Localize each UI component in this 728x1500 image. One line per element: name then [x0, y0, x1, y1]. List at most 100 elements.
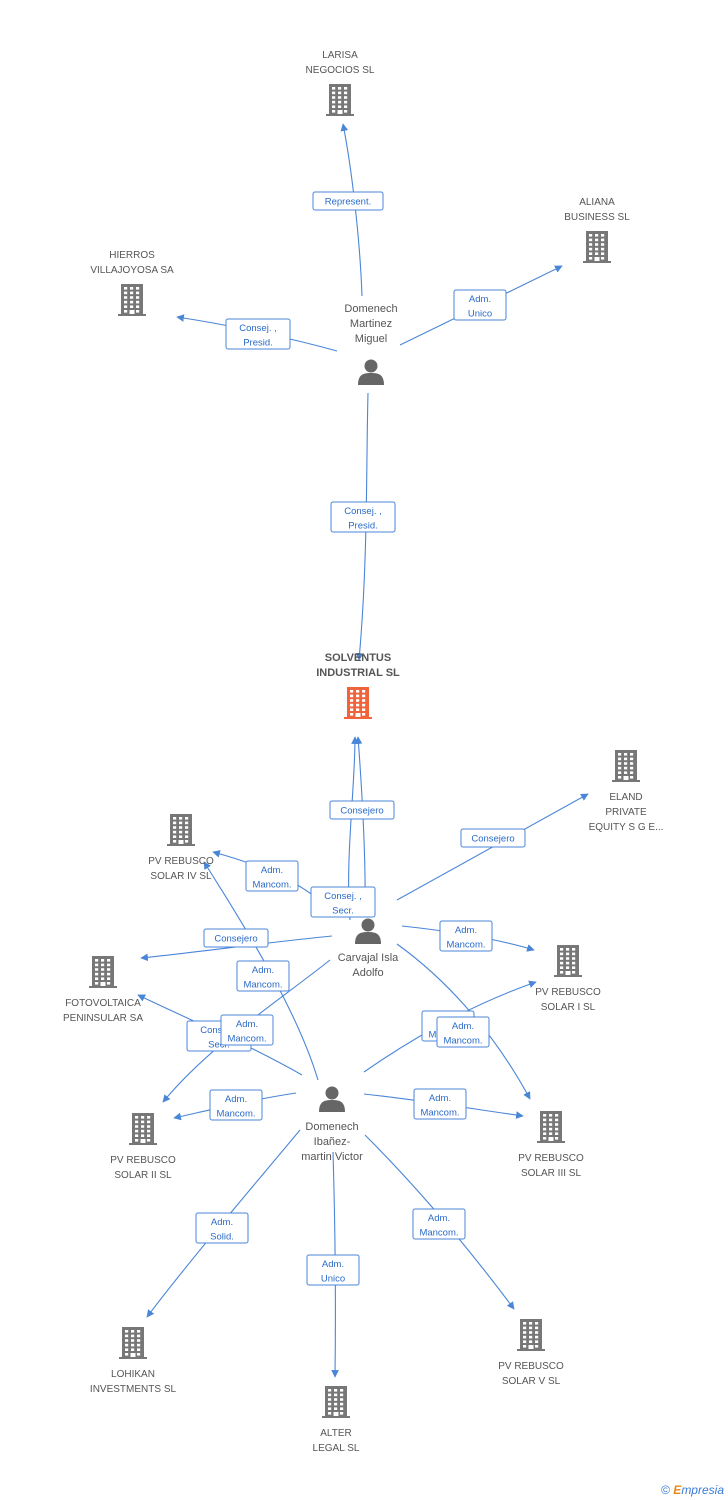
- building-icon-pv1[interactable]: [554, 945, 582, 977]
- edge-label-e1[interactable]: Represent.: [312, 191, 384, 211]
- edge-label-line: Unico: [468, 309, 492, 320]
- edge-label-box: [439, 920, 493, 952]
- edge-label-line: Adm.: [429, 1093, 451, 1104]
- edge-label-line: Adm.: [225, 1094, 247, 1105]
- building-icon-pv3[interactable]: [537, 1111, 565, 1143]
- edge-label-e19[interactable]: Adm.Unico: [306, 1254, 360, 1286]
- building-icon-aliana[interactable]: [583, 231, 611, 263]
- node-label-line: FOTOVOLTAICA: [65, 998, 141, 1009]
- edge-label-line: Secr.: [208, 1040, 230, 1051]
- building-icon-pv2[interactable]: [129, 1113, 157, 1145]
- edge-label-line: Presid.: [348, 521, 378, 532]
- building-icon-solventus[interactable]: [344, 687, 372, 719]
- node-label-line: ALIANA: [579, 197, 615, 208]
- edge-label-line: Consejero: [214, 934, 257, 945]
- edge-label-line: Mancom.: [216, 1109, 255, 1120]
- edge-label-e13[interactable]: Adm.Mancom.: [236, 960, 290, 992]
- node-label-line: Martinez: [350, 318, 392, 330]
- edge-label-line: Consejero: [471, 834, 514, 845]
- building-icon-pv4[interactable]: [167, 814, 195, 846]
- edge-label-text: Consejero: [214, 934, 257, 945]
- edge-label-line: Presid.: [243, 338, 273, 349]
- edge-label-box: [329, 800, 395, 820]
- building-icon-pv5[interactable]: [517, 1319, 545, 1351]
- building-icon-hierros[interactable]: [118, 284, 146, 316]
- building-icon-fotovoltaica[interactable]: [89, 956, 117, 988]
- node-label-line: Miguel: [355, 333, 387, 345]
- building-icon-lohikan[interactable]: [119, 1327, 147, 1359]
- edge-label-line: Consej. ,: [324, 891, 362, 902]
- person-icon-domenech_v[interactable]: [319, 1086, 345, 1113]
- edge-label-e17[interactable]: Adm. Mancom.: [413, 1088, 467, 1120]
- edge-label-e20[interactable]: Adm.Mancom.: [412, 1208, 466, 1240]
- node-label-line: SOLAR IV SL: [150, 871, 212, 882]
- node-label-line: PV REBUSCO: [110, 1155, 176, 1166]
- edge-label-line: Adm.: [211, 1217, 233, 1228]
- edge-label-line: Mancom.: [420, 1108, 459, 1119]
- edge-label-text: Adm.Mancom.: [446, 925, 485, 951]
- edge-label-text: Consej. ,Presid.: [344, 506, 382, 532]
- node-label-line: NEGOCIOS SL: [306, 65, 375, 76]
- edge-label-e4[interactable]: Consej. ,Presid.: [330, 501, 396, 533]
- node-label-line: HIERROS: [109, 250, 155, 261]
- building-icon-larisa[interactable]: [326, 84, 354, 116]
- edge-label-e14[interactable]: Adm.Mancom.: [220, 1014, 274, 1046]
- edge-label-e9[interactable]: Consejero: [203, 928, 269, 948]
- building-icon-eland[interactable]: [612, 750, 640, 782]
- edge-label-e16[interactable]: Adm. Mancom.: [209, 1089, 263, 1121]
- node-label-line: martin Victor: [301, 1151, 363, 1163]
- person-icon-domenech_m[interactable]: [358, 359, 384, 386]
- edge-label-e8[interactable]: Consej. ,Secr.: [310, 886, 376, 918]
- edge-label-box: [453, 289, 507, 321]
- person-icon-carvajal[interactable]: [355, 918, 381, 945]
- edge-label-e5[interactable]: Consejero: [460, 828, 526, 848]
- edge-label-box: [312, 191, 384, 211]
- edge-label-text: Represent.: [325, 197, 371, 208]
- node-label-pv5[interactable]: PV REBUSCO SOLAR V SL: [498, 1361, 564, 1387]
- edge-label-box: [413, 1088, 467, 1120]
- node-label-line: INVESTMENTS SL: [90, 1384, 177, 1395]
- node-label-larisa[interactable]: LARISA NEGOCIOS SL: [306, 50, 375, 76]
- footer-brand[interactable]: © Empresia: [661, 1483, 724, 1497]
- edge-label-e18[interactable]: Adm.Solid.: [195, 1212, 249, 1244]
- node-label-line: PV REBUSCO: [535, 987, 601, 998]
- edge-label-box: [310, 886, 376, 918]
- edge-label-box: [225, 318, 291, 350]
- edge-label-e15[interactable]: Adm.Mancom.: [436, 1016, 490, 1048]
- edge-label-line: Consejero: [340, 806, 383, 817]
- node-label-line: LARISA: [322, 50, 358, 61]
- edge-label-e3[interactable]: Consej. ,Presid.: [225, 318, 291, 350]
- edge-label-line: Adm.: [452, 1021, 474, 1032]
- edge-label-e10[interactable]: Adm.Mancom.: [439, 920, 493, 952]
- node-label-line: SOLAR V SL: [502, 1376, 561, 1387]
- node-label-line: PV REBUSCO: [498, 1361, 564, 1372]
- copyright-symbol: ©: [661, 1483, 670, 1497]
- edge-label-line: Mancom.: [252, 880, 291, 891]
- edge-label-box: [245, 860, 299, 892]
- node-label-line: Domenech: [344, 303, 397, 315]
- edge-label-box: [436, 1016, 490, 1048]
- edge-label-line: Adm.: [252, 965, 274, 976]
- node-label-pv4[interactable]: PV REBUSCO SOLAR IV SL: [148, 856, 214, 882]
- edge-label-line: Mancom.: [227, 1034, 266, 1045]
- edge-label-e7[interactable]: Adm.Mancom.: [245, 860, 299, 892]
- node-label-line: PV REBUSCO: [148, 856, 214, 867]
- edge-label-e2[interactable]: Adm.Unico: [453, 289, 507, 321]
- edge-label-line: Adm.: [322, 1259, 344, 1270]
- edge-label-e6[interactable]: Consejero: [329, 800, 395, 820]
- building-icon-alter[interactable]: [322, 1386, 350, 1418]
